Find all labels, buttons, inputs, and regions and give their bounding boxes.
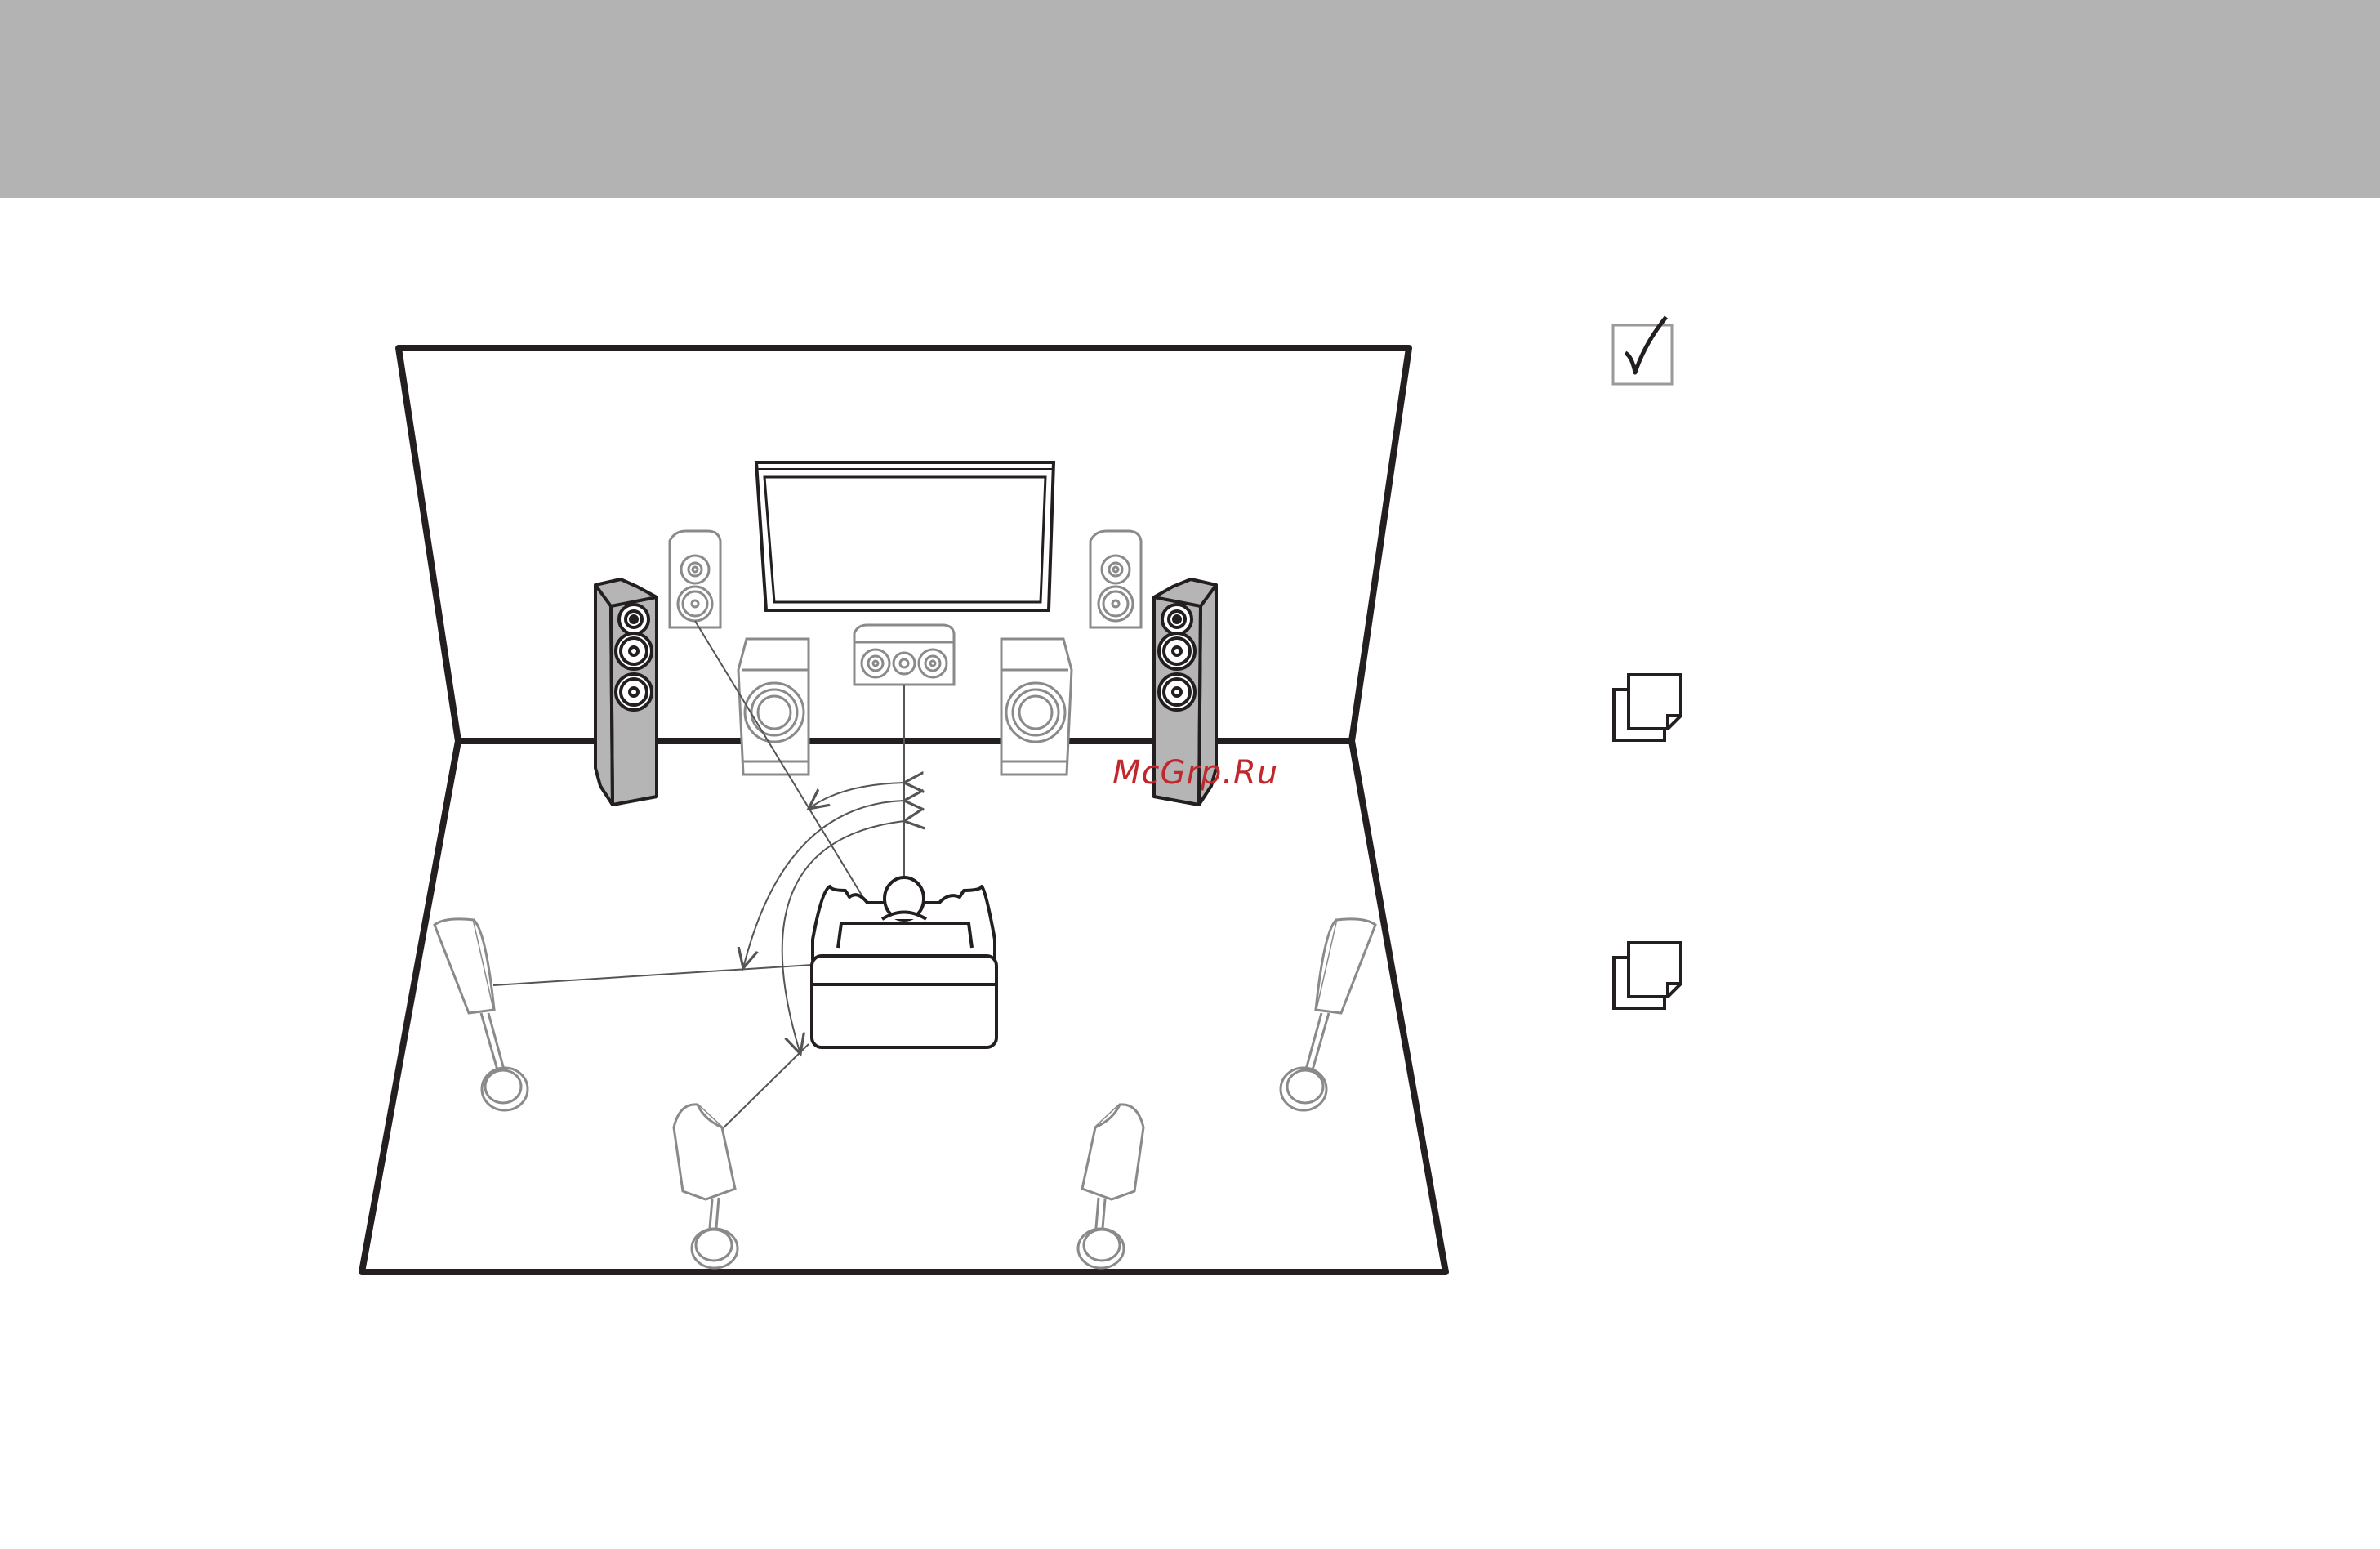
front-high-left-speaker — [670, 531, 720, 627]
center-speaker — [854, 625, 954, 685]
surround-back-left-speaker — [674, 1105, 738, 1268]
angle-guide-lines — [493, 621, 904, 1141]
pages-note-icon — [1611, 672, 1684, 745]
subwoofer-left — [738, 639, 809, 774]
surround-right-speaker — [1281, 919, 1375, 1110]
watermark-text: McGrp.Ru — [1112, 754, 1278, 792]
surround-back-right-speaker — [1078, 1105, 1143, 1268]
front-high-right-speaker — [1090, 531, 1141, 627]
check-note-icon — [1611, 314, 1676, 392]
front-left-tower-speaker — [595, 579, 657, 805]
listening-sofa — [812, 877, 996, 1047]
surround-left-speaker — [435, 919, 528, 1110]
pages-note-icon — [1611, 940, 1684, 1013]
tv-screen — [756, 462, 1054, 610]
subwoofer-right — [1001, 639, 1072, 774]
